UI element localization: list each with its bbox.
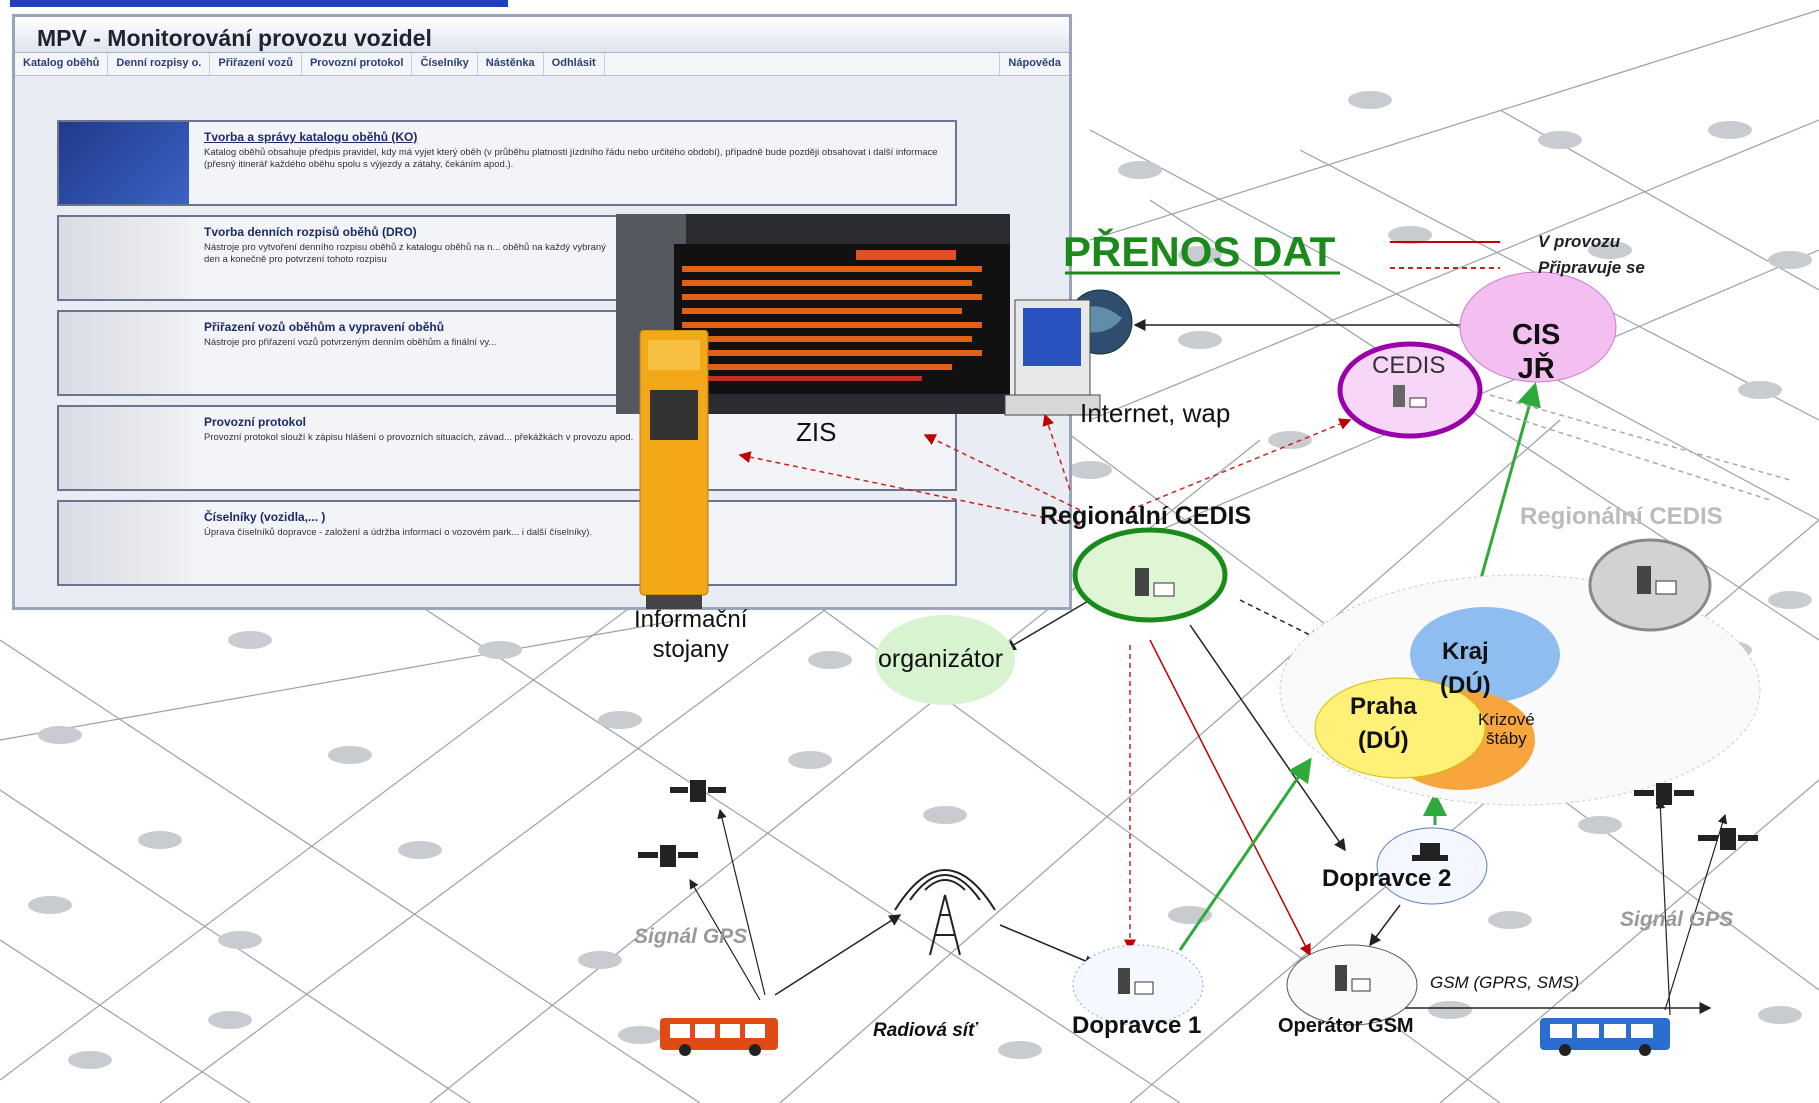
menu-provozni-protokol[interactable]: Provozní protokol: [302, 53, 413, 75]
kraj-ellipse: [1410, 607, 1560, 703]
radio-label: Radiová síť: [873, 1020, 978, 1041]
praha-label: Praha (DÚ): [1350, 693, 1417, 754]
line-cedis-operator: [1149, 639, 1311, 957]
menu-ciselniky[interactable]: Číselníky: [412, 53, 478, 75]
computer-icon: [1118, 385, 1677, 995]
card-thumbnail: [59, 502, 189, 584]
menu-denni-rozpisy[interactable]: Denní rozpisy o.: [108, 53, 211, 75]
diagram-title: PŘENOS DAT: [1063, 228, 1336, 275]
dopravce2-ellipse: [1376, 827, 1488, 905]
card-description: Nástroje pro přiřazení vozů potvrzeným d…: [204, 337, 497, 348]
line-cedis-kraj: [1239, 599, 1322, 641]
cedis-label: CEDIS: [1372, 352, 1446, 379]
card-title[interactable]: Provozní protokol: [204, 415, 306, 429]
zis-label: ZIS: [796, 417, 837, 447]
praha-ellipse: [1314, 677, 1486, 779]
line-dopravce2-operator: [1369, 904, 1401, 947]
menu-katalog[interactable]: Katalog oběhů: [15, 53, 109, 75]
kraj-label: Kraj (DÚ): [1440, 638, 1491, 699]
card-title[interactable]: Číselníky (vozidla,... ): [204, 510, 326, 524]
card-thumbnail: [59, 407, 189, 489]
internet-label: Internet, wap: [1080, 398, 1231, 428]
menu-nastenka[interactable]: Nástěnka: [478, 53, 544, 75]
menu-prirazeni[interactable]: Přiřazení vozů: [210, 53, 302, 75]
line-dopravce1-praha: [1178, 757, 1312, 951]
krizove-label: Krizové štáby: [1478, 710, 1535, 748]
menu-odhlasit[interactable]: Odhlásit: [544, 53, 605, 75]
line-bus-gps2: [717, 808, 766, 996]
line-bus-gps3: [1664, 813, 1728, 1011]
card-description: Katalog oběhů obsahuje předpis pravidel,…: [204, 147, 938, 170]
legend-active-label: V provozu: [1538, 232, 1621, 251]
card-katalog[interactable]: Tvorba a správy katalogu oběhů (KO) Kata…: [57, 120, 957, 206]
line-radio-dopravce1: [999, 924, 1097, 967]
line-bus-gps1: [689, 878, 761, 1001]
line-cedis-kiosk: [738, 451, 1081, 526]
organizer-ellipse: [875, 615, 1015, 705]
line-cis-regional-grey: [1489, 394, 1791, 481]
card-title[interactable]: Přiřazení vozů oběhům a vypravení oběhů: [204, 320, 445, 334]
info-kiosk: [636, 329, 712, 610]
operator-label: Operátor GSM: [1278, 1015, 1414, 1037]
cedis-ellipse: [1337, 341, 1483, 439]
card-description: Nástroje pro vytvoření denního rozpisu o…: [204, 242, 606, 265]
regional-cedis-label: Regionální CEDIS: [1040, 502, 1252, 530]
gps-left-label: Signál GPS: [634, 925, 748, 948]
bus-icon-red: [660, 1018, 778, 1056]
dopravce2-label: Dopravce 2: [1322, 865, 1452, 892]
line-cedis-dopravce2: [1189, 624, 1346, 852]
line-regional-cedis: [1129, 418, 1352, 511]
card-provozni-protokol[interactable]: Provozní protokol Provozní protokol slou…: [57, 405, 957, 491]
card-thumbnail: [59, 122, 189, 204]
line-cedis-zis: [923, 434, 1081, 511]
card-description: Provozní protokol slouží k zápisu hlášen…: [204, 432, 634, 443]
dopravce1-label: Dopravce 1: [1072, 1012, 1202, 1039]
line-bus-radio: [774, 914, 902, 996]
top-link-bar[interactable]: [10, 0, 508, 7]
card-thumbnail: [59, 217, 189, 299]
line-kraj-cis: [1473, 382, 1541, 601]
card-title[interactable]: Tvorba denních rozpisů oběhů (DRO): [204, 225, 417, 239]
legend-planned-label: Připravuje se: [1538, 258, 1645, 277]
bus-icon-blue: [1540, 1018, 1670, 1056]
card-thumbnail: [59, 312, 189, 394]
gps-right-label: Signál GPS: [1620, 908, 1734, 931]
cis-label: CIS JŘ: [1512, 319, 1561, 385]
line-cedis-internet: [1042, 413, 1071, 491]
radio-tower-icon: [894, 869, 996, 956]
regional-cedis-ellipse: [1072, 527, 1228, 623]
info-stands-label: Informační stojany: [634, 606, 748, 663]
mpv-menubar: Katalog oběhů Denní rozpisy o. Přiřazení…: [15, 53, 1069, 76]
line-bus-gps4: [1655, 798, 1671, 1016]
satellite-icon: [638, 780, 1758, 867]
gsm-label: GSM (GPRS, SMS): [1430, 973, 1580, 992]
card-description: Úprava číselníků dopravce - založení a ú…: [204, 527, 593, 538]
regional-cedis-grey-label: Regionální CEDIS: [1520, 503, 1723, 530]
line-cedis-organizer: [1003, 599, 1091, 651]
menu-napoveda[interactable]: Nápověda: [999, 53, 1069, 75]
line-cis-regional-grey-2: [1489, 409, 1771, 501]
mpv-title: MPV - Monitorování provozu vozidel: [15, 17, 1069, 53]
departure-board-photo: [616, 214, 1010, 414]
cis-ellipse: [1459, 271, 1617, 383]
organizer-label: organizátor: [878, 645, 1004, 673]
card-title[interactable]: Tvorba a správy katalogu oběhů (KO): [204, 130, 418, 144]
card-ciselniky[interactable]: Číselníky (vozidla,... ) Úprava číselník…: [57, 500, 957, 586]
